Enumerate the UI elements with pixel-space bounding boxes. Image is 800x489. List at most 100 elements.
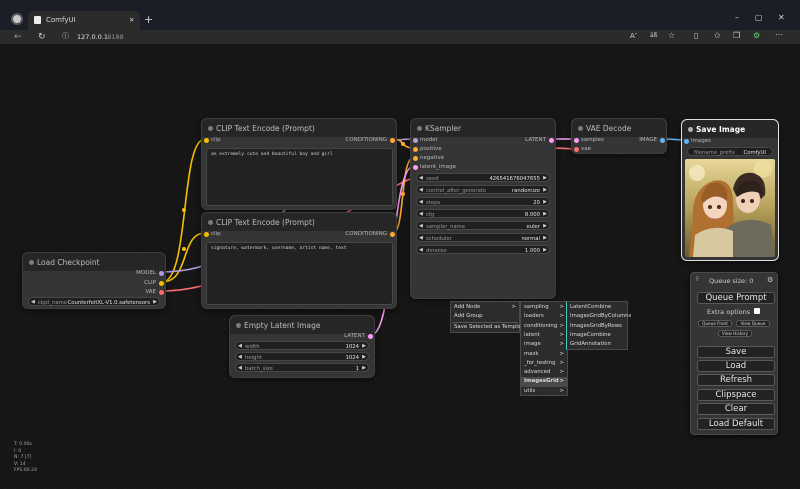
combo-left-arrow-icon[interactable]: ◀ [419,235,423,241]
node-load-checkpoint[interactable]: Load Checkpoint MODEL CLIP VAE ◀ ckpt_na… [22,252,166,309]
output-image-socket[interactable] [660,138,665,143]
node-empty-latent-image[interactable]: Empty Latent Image LATENT ◀ width 1024 ▶… [229,315,375,378]
save-button[interactable]: Save [697,346,775,358]
category-mask[interactable]: mask> [524,350,564,357]
favorite-icon[interactable]: ☆ [668,31,676,40]
category-for-testing[interactable]: _for_testing> [524,359,564,366]
address-bar[interactable]: ⓘ 127.0.0.1 :8188 Aʼ äß ☆ [56,32,686,42]
collapse-dot-icon[interactable] [208,220,213,225]
collapse-dot-icon[interactable] [578,126,583,131]
input-positive-socket[interactable] [413,147,418,152]
input-clip-socket[interactable] [204,138,209,143]
menu-item-save-selected-template[interactable]: Save Selected as Template [454,324,527,330]
decrement-arrow-icon[interactable]: ◀ [238,365,242,371]
new-tab-button[interactable]: + [144,13,154,26]
category-conditioning[interactable]: conditioning> [524,322,564,329]
increment-arrow-icon[interactable]: ▶ [362,343,366,349]
maximize-icon[interactable]: ▢ [755,13,763,22]
node-option-imagesgridbyrows[interactable]: ImagesGridByRows [570,322,622,329]
increment-arrow-icon[interactable]: ▶ [362,365,366,371]
load-button[interactable]: Load [697,360,775,372]
profile-avatar[interactable] [11,13,23,25]
combo-right-arrow-icon[interactable]: ▶ [543,235,547,241]
node-title-bar[interactable]: CLIP Text Encode (Prompt) [202,119,396,137]
combo-left-arrow-icon[interactable]: ◀ [419,187,423,193]
browser-tab[interactable]: ComfyUI ✕ [28,11,140,30]
increment-arrow-icon[interactable]: ▶ [543,211,547,217]
output-latent-socket[interactable] [368,334,373,339]
steps-widget[interactable]: ◀ steps 20 ▶ [416,197,550,206]
decrement-arrow-icon[interactable]: ◀ [419,175,423,181]
extension-icon[interactable]: ⚙ [753,31,761,40]
node-save-image[interactable]: Save Image images filename_prefix ComfyU… [681,119,779,261]
node-clip-text-encode-positive[interactable]: CLIP Text Encode (Prompt) clip CONDITION… [201,118,397,210]
category-utils[interactable]: utils> [524,387,564,394]
collapse-dot-icon[interactable] [236,323,241,328]
node-ksampler[interactable]: KSampler model positive negative latent_… [410,118,556,299]
combo-right-arrow-icon[interactable]: ▶ [543,223,547,229]
batch-size-widget[interactable]: ◀ batch_size 1 ▶ [235,363,369,372]
decrement-arrow-icon[interactable]: ◀ [419,211,423,217]
collapse-dot-icon[interactable] [208,126,213,131]
drag-handle-icon[interactable]: ⠿ [695,276,700,283]
combo-right-arrow-icon[interactable]: ▶ [153,299,157,305]
category-advanced[interactable]: advanced> [524,369,564,376]
node-option-imagecombine[interactable]: ImageCombine [570,331,611,338]
node-vae-decode[interactable]: VAE Decode samples vae IMAGE [571,118,667,154]
view-queue-button[interactable]: View Queue [736,320,770,327]
height-widget[interactable]: ◀ height 1024 ▶ [235,352,369,361]
node-clip-text-encode-negative[interactable]: CLIP Text Encode (Prompt) clip CONDITION… [201,212,397,309]
reload-icon[interactable]: ↻ [38,32,46,42]
input-clip-socket[interactable] [204,232,209,237]
combo-left-arrow-icon[interactable]: ◀ [31,299,35,305]
node-title-bar[interactable]: KSampler [411,119,555,137]
input-vae-socket[interactable] [574,147,579,152]
extra-options-checkbox[interactable] [754,308,760,314]
prompt-textarea[interactable]: an extremely cute and beautiful boy and … [206,148,393,206]
node-title-bar[interactable]: Empty Latent Image [230,316,374,334]
menu-item-add-node[interactable]: Add Node> [454,304,516,310]
combo-right-arrow-icon[interactable]: ▶ [543,187,547,193]
favorites-bar-icon[interactable]: ✩ [714,31,721,40]
refresh-button[interactable]: Refresh [697,374,775,386]
combo-left-arrow-icon[interactable]: ◀ [419,223,423,229]
back-icon[interactable]: ← [14,32,22,42]
menu-item-add-group[interactable]: Add Group [454,313,483,319]
output-model-socket[interactable] [159,271,164,276]
output-conditioning-socket[interactable] [390,138,395,143]
category-loaders[interactable]: loaders> [524,313,564,320]
more-icon[interactable]: ⋯ [775,30,783,39]
prompt-textarea[interactable]: signature, watermark, username, artist n… [206,242,393,305]
input-model-socket[interactable] [413,138,418,143]
category-imagesgrid[interactable]: ImagesGrid> [521,377,567,387]
output-latent-socket[interactable] [549,138,554,143]
close-window-icon[interactable]: ✕ [778,13,785,22]
increment-arrow-icon[interactable]: ▶ [543,199,547,205]
settings-gear-icon[interactable]: ⚙ [767,276,774,284]
input-images-socket[interactable] [684,139,689,144]
category-latent[interactable]: latent> [524,331,564,338]
node-option-imagesgridbycolumns[interactable]: ImagesGridByColumns [570,313,632,320]
ckpt-name-combo[interactable]: ◀ ckpt_name CounterfeitXL-V1.0.safetenso… [28,297,160,306]
increment-arrow-icon[interactable]: ▶ [543,175,547,181]
clear-button[interactable]: Clear [697,403,775,415]
node-canvas[interactable]: Load Checkpoint MODEL CLIP VAE ◀ ckpt_na… [0,44,800,489]
split-icon[interactable]: ▯ [694,31,699,40]
translate-icon[interactable]: äß [650,32,658,39]
queue-front-button[interactable]: Queue Front [698,320,732,327]
output-vae-socket[interactable] [159,290,164,295]
node-title-bar[interactable]: Load Checkpoint [23,253,165,271]
load-default-button[interactable]: Load Default [697,418,775,430]
input-samples-socket[interactable] [574,138,579,143]
view-history-button[interactable]: View History [718,330,752,337]
collapse-dot-icon[interactable] [688,127,693,132]
queue-prompt-button[interactable]: Queue Prompt [697,292,775,304]
decrement-arrow-icon[interactable]: ◀ [419,247,423,253]
category-sampling[interactable]: sampling> [524,304,564,310]
input-negative-socket[interactable] [413,156,418,161]
cfg-widget[interactable]: ◀ cfg 8.000 ▶ [416,209,550,218]
input-latent-image-socket[interactable] [413,165,418,170]
clipspace-button[interactable]: Clipspace [697,389,775,401]
seed-widget[interactable]: ◀ seed 426541676047655 ▶ [416,173,550,182]
minimize-icon[interactable]: – [735,13,739,22]
